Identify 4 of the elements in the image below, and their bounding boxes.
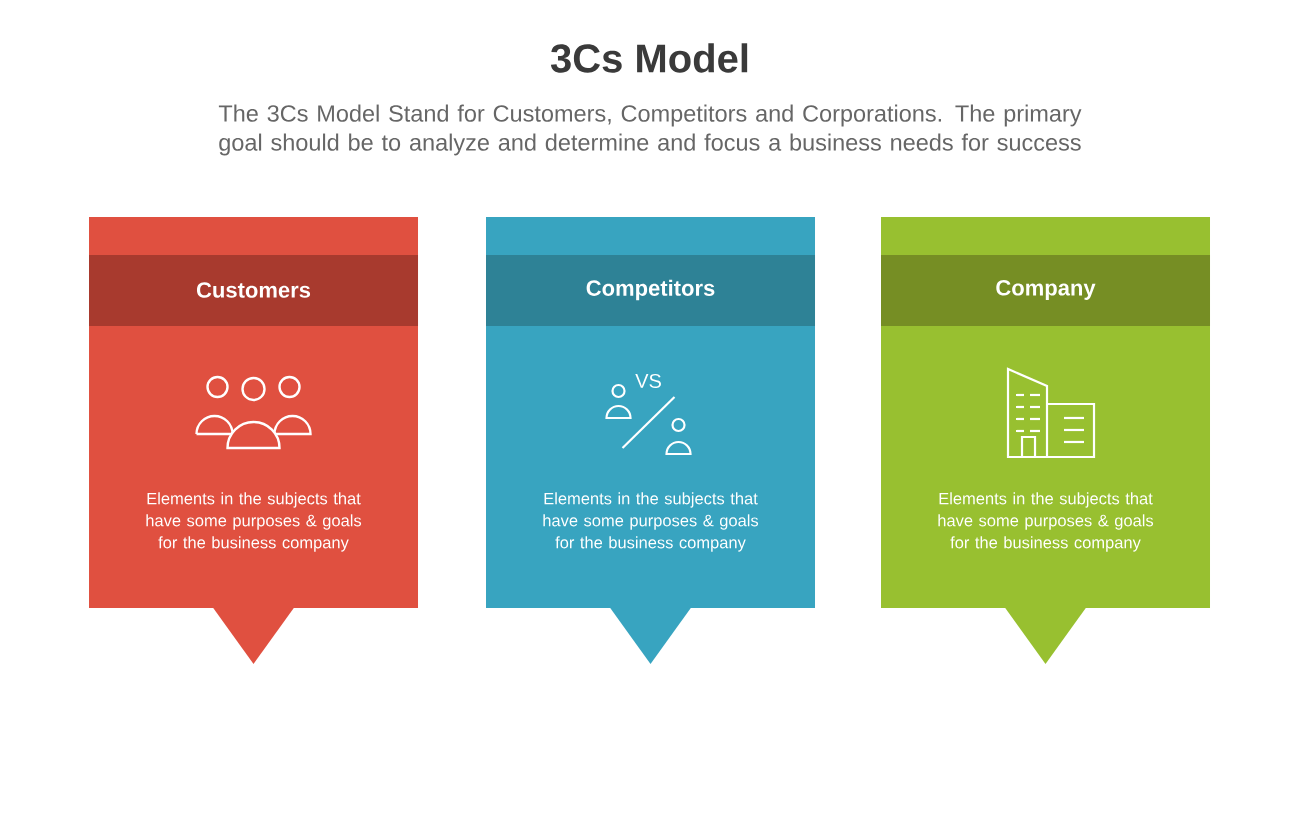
title: 3Cs Model <box>550 43 748 73</box>
card: Company Elements in the subjects that have some purposes & goals for the business company <box>881 217 1210 664</box>
subtitle: The 3Cs Model Stand for Customers, Competitors and Corporations. The primary goal should be to analyze and determine and focus a business needs for success <box>218 104 1082 156</box>
card: Customers Elements in the subjects that have some purposes & goals for the business company <box>89 217 418 664</box>
